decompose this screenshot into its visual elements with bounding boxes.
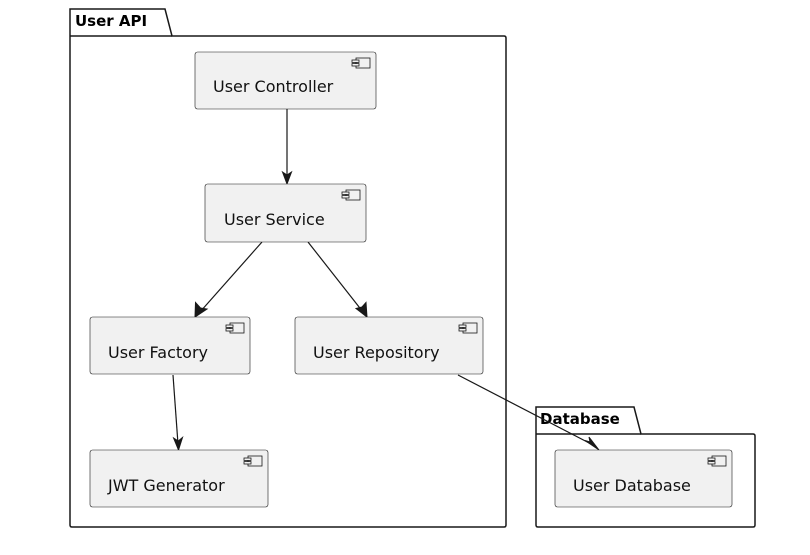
edges <box>172 109 600 452</box>
component-user-factory[interactable]: User Factory <box>89 316 251 375</box>
edge-controller-to-service <box>281 109 293 186</box>
package-title-user-api: User API <box>75 12 147 30</box>
component-label: JWT Generator <box>107 476 225 495</box>
edge-service-to-factory <box>194 241 263 318</box>
package-user-api: User API <box>69 8 507 528</box>
component-label: User Service <box>224 210 325 229</box>
component-user-controller[interactable]: User Controller <box>194 51 377 110</box>
component-label: User Factory <box>108 343 208 362</box>
component-label: User Repository <box>313 343 440 362</box>
component-label: User Controller <box>213 77 334 96</box>
edge-service-to-repository <box>307 241 368 319</box>
component-user-repository[interactable]: User Repository <box>294 316 484 375</box>
edge-factory-to-jwt <box>172 374 184 452</box>
edge-repository-to-database <box>457 374 600 451</box>
component-user-service[interactable]: User Service <box>204 183 367 243</box>
component-label: User Database <box>573 476 691 495</box>
package-title-database: Database <box>540 410 620 428</box>
component-jwt-generator[interactable]: JWT Generator <box>89 449 269 508</box>
component-user-database[interactable]: User Database <box>554 449 733 508</box>
